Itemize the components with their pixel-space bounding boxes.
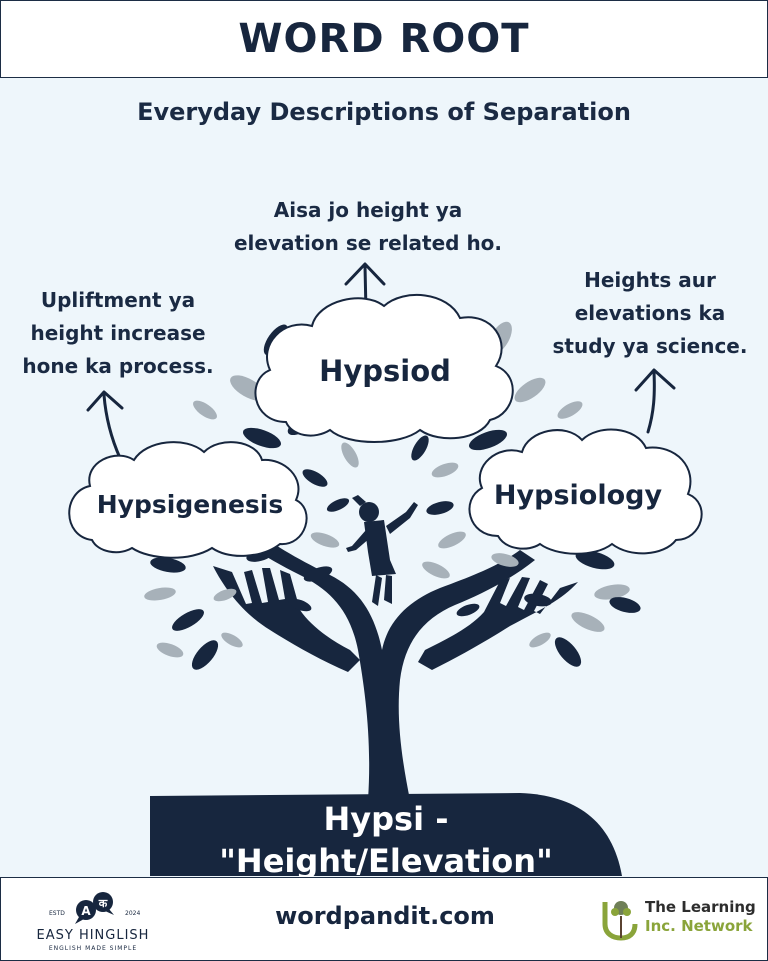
logo-letter-a: A [81,904,91,918]
easy-hinglish-logo: A क ESTD 2024 EASY HINGLISH ENGLISH MADE… [23,890,163,952]
easy-hinglish-tagline: ENGLISH MADE SIMPLE [48,945,138,952]
arrow-icon-left [86,390,124,460]
cloud-label-hypsigenesis: Hypsigenesis [96,490,284,519]
logo-letter-ka: क [98,897,108,910]
tree-trunk [228,520,535,800]
note-left: Upliftment ya height increase hone ka pr… [22,288,214,378]
tree-logo-icon [602,901,638,941]
learning-line2: Inc. Network [645,917,753,935]
header-bar: WORD ROOT [0,0,768,78]
logo-year: 2024 [125,910,141,917]
learning-line1: The Learning [645,898,756,916]
cloud-center [254,293,514,443]
easy-hinglish-name: EASY HINGLISH [36,928,150,943]
learning-network-logo: The Learning Inc. Network [601,896,761,944]
note-top: Aisa jo height ya elevation se related h… [233,198,503,255]
note-right: Heights aur elevations ka study ya scien… [552,268,748,358]
ground-mound [150,793,622,876]
tree-leaves [144,321,641,670]
cloud-label-hypsiod: Hypsiod [319,354,451,388]
page-title: WORD ROOT [238,16,530,62]
left-hand [213,566,360,672]
root-definition: Hypsi - "Height/Elevation" [219,800,553,880]
cloud-left [68,441,308,559]
page-subtitle: Everyday Descriptions of Separation [137,98,631,126]
arrow-icon-right [634,368,676,434]
child-figure [346,495,418,606]
cloud-right [468,428,703,555]
speech-bubble-icon: A क [75,892,114,924]
cloud-label-hypsiology: Hypsiology [493,480,663,511]
site-link[interactable]: wordpandit.com [275,902,495,930]
footer-bar: A क ESTD 2024 EASY HINGLISH ENGLISH MADE… [0,877,768,961]
logo-estd: ESTD [49,910,65,917]
